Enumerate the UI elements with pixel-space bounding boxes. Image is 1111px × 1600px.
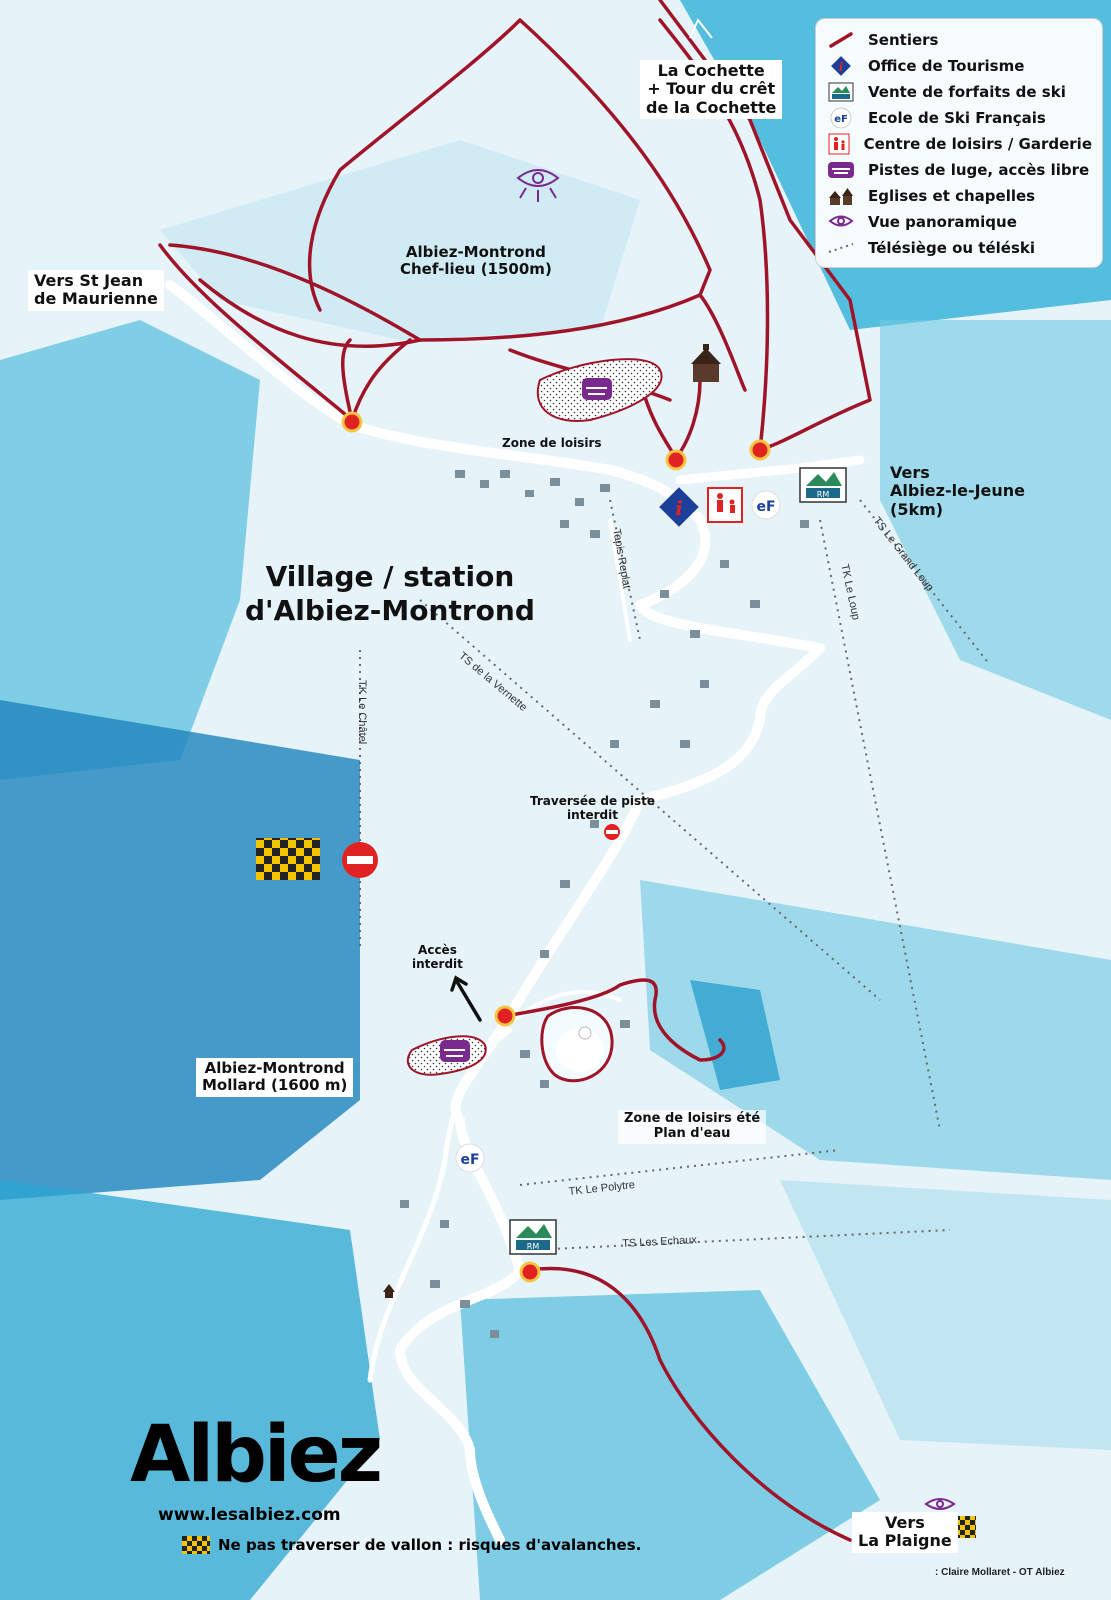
ski-pass-icon [826, 81, 856, 103]
legend-row-lifts: Télésiège ou téléski [826, 235, 1092, 261]
ski-pass-icon: RM [509, 1219, 557, 1255]
svg-text:eF: eF [460, 1152, 479, 1168]
trail-marker [665, 449, 687, 471]
legend-row-tourist-office: i Office de Tourisme [826, 53, 1092, 79]
arrow-icon [689, 18, 713, 39]
albiez-logo: Albiez [130, 1410, 383, 1500]
lift-echaux [529, 1229, 951, 1251]
no-entry-icon [342, 842, 378, 878]
sledge-icon [826, 159, 856, 181]
legend-row-panorama: Vue panoramique [826, 209, 1092, 235]
svg-text:i: i [675, 496, 683, 520]
leisure-centre-icon [826, 133, 852, 155]
label-mollard: Albiez-Montrond Mollard (1600 m) [196, 1058, 354, 1097]
legend-row-ski-pass: Vente de forfaits de ski [826, 79, 1092, 105]
trail-west-link-2 [341, 338, 354, 422]
legend-row-leisure-centre: Centre de loisirs / Garderie [826, 131, 1092, 157]
legend-row-sledge: Pistes de luge, accès libre [826, 157, 1092, 183]
no-entry-icon [604, 824, 620, 840]
label-traversee: Traversée de piste interdit [530, 794, 655, 822]
ski-school-icon: eF [455, 1143, 485, 1173]
trail-cochette-loop [198, 18, 712, 348]
avalanche-flag [182, 1536, 210, 1554]
svg-text:i: i [839, 60, 844, 74]
label-chef-lieu: Albiez-Montrond Chef-lieu (1500m) [400, 243, 552, 279]
trail-marker [519, 1261, 541, 1283]
ski-school-icon: eF [751, 490, 781, 520]
label-albiez-le-jeune: Vers Albiez-le-Jeune (5km) [890, 463, 1026, 519]
label-cochette: La Cochette + Tour du crêt de la Cochett… [640, 60, 783, 120]
church-icon [826, 185, 856, 207]
legend-row-trails: Sentiers [826, 27, 1092, 53]
trail-marker [749, 439, 771, 461]
svg-text:eF: eF [834, 114, 848, 125]
lift-grand-loup [859, 499, 991, 666]
lift-label-chatel: TK Le Châtel [356, 680, 368, 745]
legend-row-ski-school: eF Ecole de Ski Français [826, 105, 1092, 131]
trail-west-link [350, 338, 412, 422]
lift-tapis-replat [609, 499, 641, 641]
trail-marker [341, 411, 363, 433]
trail-plaigne [528, 1266, 852, 1542]
lake-plan-deau [540, 1006, 614, 1083]
label-zone-ete: Zone de loisirs été Plan d'eau [618, 1110, 767, 1144]
label-zone-loisirs: Zone de loisirs [502, 436, 602, 450]
eye-icon [826, 211, 856, 233]
trail-west-upper [168, 243, 422, 342]
map-legend: Sentiers i Office de Tourisme Vente de f… [815, 18, 1103, 268]
lift-le-loup [819, 519, 941, 1131]
label-village-title: Village / station d'Albiez-Montrond [245, 560, 535, 627]
avalanche-flag [256, 838, 320, 880]
eye-icon [924, 1498, 956, 1510]
ski-pass-icon: RM [799, 467, 847, 503]
label-la-plaigne: Vers La Plaigne [852, 1512, 958, 1553]
trail-cochette-far-east [658, 0, 872, 452]
ski-school-icon: eF [826, 107, 856, 129]
svg-text:RM: RM [527, 1242, 540, 1251]
eye-icon [516, 169, 560, 202]
ski-lifts [359, 499, 991, 1251]
trail-markers [341, 411, 771, 1283]
lift-line-icon [826, 237, 856, 259]
sledge-zone-chef-lieu [537, 358, 663, 422]
arrow-icon [450, 975, 482, 1022]
tourist-office-icon: i [659, 487, 699, 527]
church-icon [691, 344, 721, 382]
trail-lake-loop [503, 978, 726, 1062]
photo-credit: : Claire Mollaret - OT Albiez [935, 1567, 1065, 1578]
church-icon [383, 1284, 395, 1298]
tourist-office-icon: i [826, 55, 856, 77]
avalanche-warning: Ne pas traverser de vallon : risques d'a… [182, 1536, 641, 1554]
trail-link-east [698, 293, 747, 392]
legend-row-church: Eglises et chapelles [826, 183, 1092, 209]
trail-west-lower [158, 243, 354, 422]
trail-marker [494, 1005, 516, 1027]
svg-text:RM: RM [817, 490, 830, 499]
sledge-zone-mollard [406, 1035, 487, 1076]
label-st-jean: Vers St Jean de Maurienne [28, 270, 164, 311]
svg-text:eF: eF [756, 499, 775, 515]
trail-line-icon [826, 29, 856, 51]
label-acces-interdit: Accès interdit [412, 943, 463, 971]
leisure-centre-icon [707, 487, 743, 523]
website-link[interactable]: www.lesalbiez.com [158, 1505, 341, 1525]
